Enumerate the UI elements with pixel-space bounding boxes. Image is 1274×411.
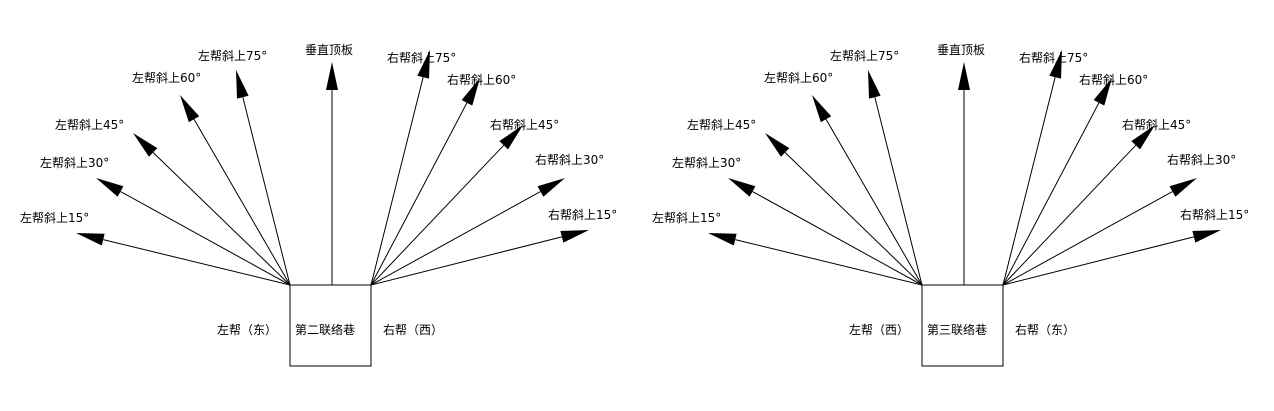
ray-line — [103, 239, 291, 286]
ventilation-diagram-1: 左帮斜上15° 左帮斜上30° 左帮斜上45° 左帮斜上60° 左帮斜上75° 垂直顶板右… — [20, 43, 617, 367]
ray-line — [1002, 191, 1173, 286]
ray-label: 右帮斜上15° — [548, 207, 617, 222]
ray-label: 右帮斜上45° — [490, 117, 559, 132]
ray-line — [874, 97, 923, 286]
roadway-box — [921, 284, 1004, 367]
arrowhead-icon — [1049, 50, 1062, 79]
arrowhead-icon — [417, 50, 430, 79]
arrowhead-icon — [96, 178, 124, 197]
ray-line — [370, 77, 424, 286]
arrowhead-icon — [133, 133, 158, 157]
ray-label: 右帮斜上30° — [535, 152, 604, 167]
arrowhead-icon — [326, 62, 338, 90]
ray-label: 右帮斜上75° — [1019, 50, 1088, 65]
roadway-label: 第三联络巷 — [927, 322, 987, 337]
left-side-label: 左帮（西） — [849, 322, 909, 337]
ray-line — [1002, 77, 1056, 286]
ray-label: 左帮斜上45° — [55, 117, 124, 132]
ray-line — [1002, 236, 1194, 286]
arrowhead-icon — [765, 133, 790, 157]
roadway-box — [289, 284, 372, 367]
arrowhead-icon — [728, 178, 756, 197]
right-side-label: 右帮（东） — [1015, 322, 1075, 337]
ray-label: 左帮斜上30° — [40, 155, 109, 170]
arrowhead-icon — [180, 95, 200, 123]
ray-line — [735, 239, 923, 286]
ventilation-diagram-2: 左帮斜上15° 左帮斜上30° 左帮斜上45° 左帮斜上60° 左帮斜上75° 垂直顶板右… — [652, 43, 1249, 367]
ray-label: 左帮斜上15° — [20, 210, 89, 225]
ray-label: 右帮斜上45° — [1122, 117, 1191, 132]
arrowhead-icon — [1192, 230, 1221, 243]
right-side-label: 右帮（西） — [383, 322, 443, 337]
ray-label: 左帮斜上75° — [830, 48, 899, 63]
arrowhead-icon — [958, 62, 970, 90]
ray-label: 右帮斜上60° — [447, 72, 516, 87]
ray-line — [784, 152, 923, 286]
ray-label: 右帮斜上75° — [387, 50, 456, 65]
ray-line — [370, 236, 562, 286]
ray-label: 左帮斜上60° — [132, 70, 201, 85]
ray-label: 左帮斜上45° — [687, 117, 756, 132]
ray-line — [152, 152, 291, 286]
left-side-label: 左帮（东） — [217, 322, 277, 337]
arrowhead-icon — [461, 78, 480, 106]
arrowhead-icon — [76, 233, 105, 246]
ray-label: 右帮斜上15° — [1180, 207, 1249, 222]
arrowhead-icon — [1169, 178, 1197, 197]
arrowhead-icon — [537, 178, 565, 197]
arrowhead-icon — [1131, 125, 1155, 150]
ray-line — [752, 191, 923, 286]
ray-label: 左帮斜上60° — [764, 70, 833, 85]
ray-label: 垂直顶板 — [937, 43, 985, 57]
arrowhead-icon — [1093, 78, 1112, 106]
ray-label: 垂直顶板 — [305, 43, 353, 57]
arrowhead-icon — [868, 70, 881, 99]
ray-line — [370, 102, 468, 286]
ray-label: 左帮斜上75° — [198, 48, 267, 63]
ray-line — [1002, 144, 1137, 286]
ray-line — [193, 118, 291, 286]
arrowhead-icon — [236, 70, 249, 99]
ray-line — [1002, 102, 1100, 286]
arrowhead-icon — [560, 230, 589, 243]
ray-label: 右帮斜上30° — [1167, 152, 1236, 167]
ray-line — [120, 191, 291, 286]
ray-line — [242, 97, 291, 286]
arrowhead-icon — [812, 95, 832, 123]
ray-line — [370, 144, 505, 286]
ray-label: 右帮斜上60° — [1079, 72, 1148, 87]
ray-line — [370, 191, 541, 286]
roadway-label: 第二联络巷 — [295, 322, 355, 337]
ray-line — [825, 118, 923, 286]
ray-label: 左帮斜上30° — [672, 155, 741, 170]
arrowhead-icon — [708, 233, 737, 246]
arrowhead-icon — [499, 125, 523, 150]
ray-label: 左帮斜上15° — [652, 210, 721, 225]
